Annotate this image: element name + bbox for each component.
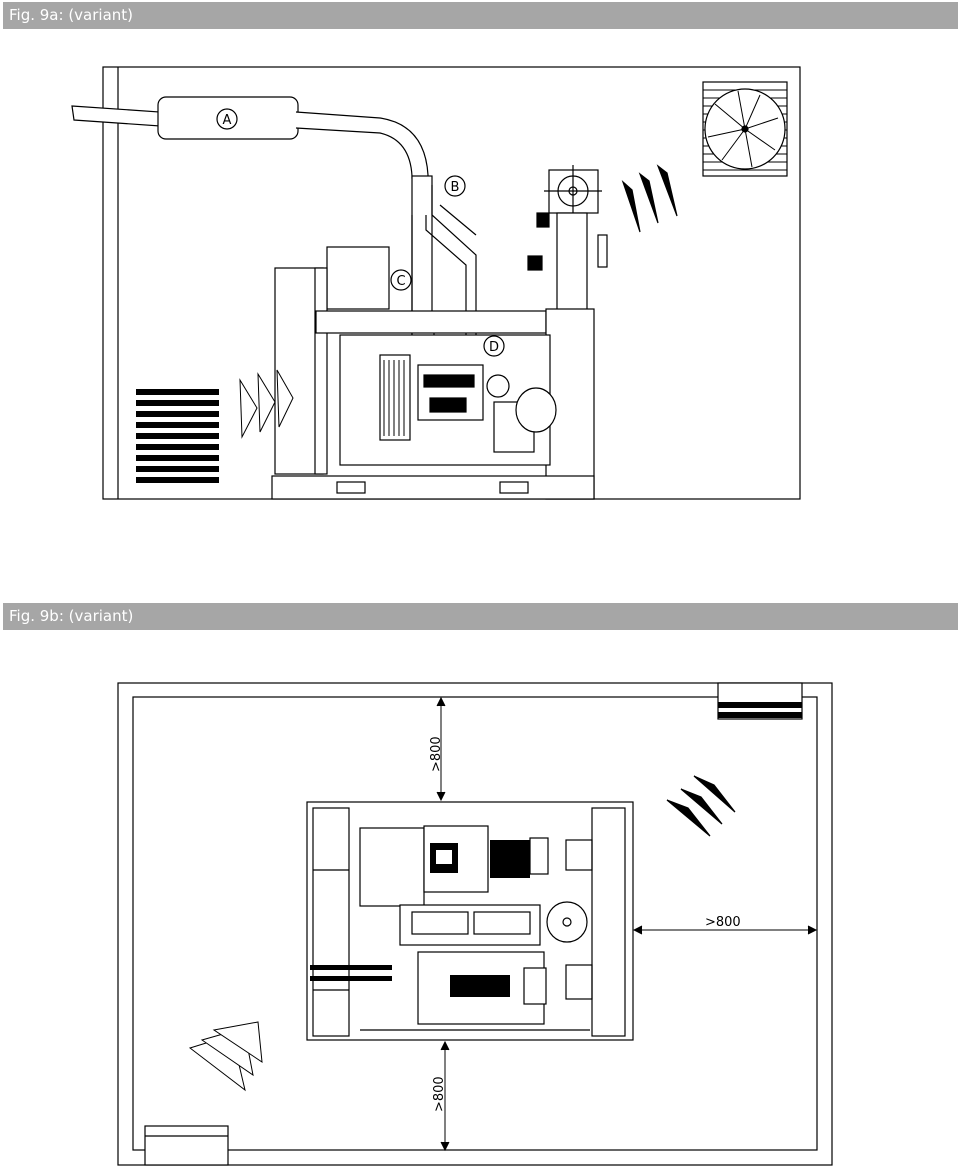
label-b: B (451, 180, 460, 195)
generator-set (271, 246, 595, 500)
figure-9b-header: Fig. 9b: (variant) (3, 603, 958, 630)
airflow-arrows-in-9b (188, 1021, 263, 1092)
figure-9b-drawing (117, 682, 833, 1166)
label-b-circle (444, 175, 466, 197)
air-intake-louver (136, 389, 219, 483)
label-a-circle (216, 108, 238, 130)
figure-9a-header: Fig. 9a: (variant) (3, 2, 958, 29)
room-outline-inner (132, 696, 818, 1151)
airflow-arrows-out-9b (666, 775, 736, 837)
label-c: C (396, 274, 405, 289)
room-outline-outer (117, 682, 833, 1166)
label-d: D (489, 340, 499, 355)
dimension-right: >800 (705, 915, 741, 930)
airflow-arrows-out (621, 164, 678, 233)
dimension-bottom: >800 (432, 1076, 447, 1112)
air-duct-flange (527, 165, 608, 311)
generator-plan-view (306, 801, 634, 1041)
figure-9a-drawing: A B (71, 66, 801, 500)
label-d-circle (483, 335, 505, 357)
bottom-left-louver (144, 1125, 229, 1166)
label-c-circle (390, 269, 412, 291)
dimension-lines (436, 696, 818, 1152)
dimension-top: >800 (429, 736, 444, 772)
top-right-louver (717, 682, 803, 720)
airflow-arrows-in (239, 369, 294, 439)
ventilation-fan (702, 81, 788, 177)
label-a: A (223, 113, 232, 128)
exhaust-silencer-a (71, 96, 429, 179)
